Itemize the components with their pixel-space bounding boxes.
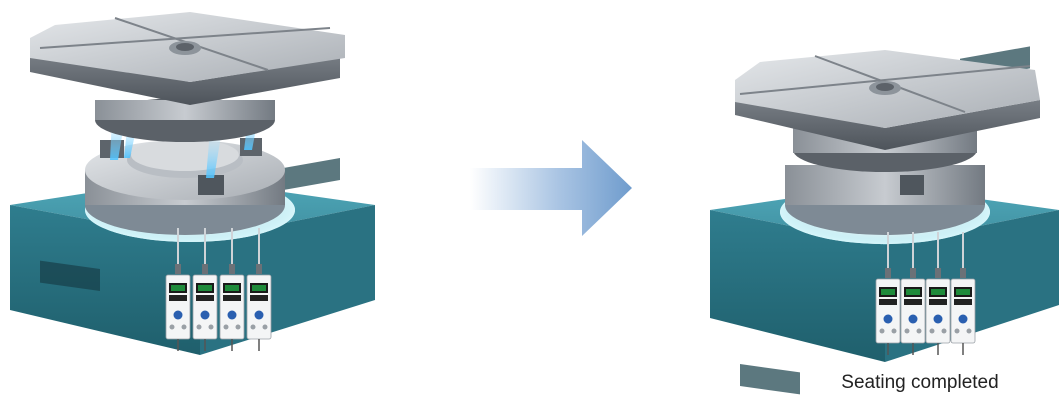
transition-arrow [470,140,632,236]
after-seating-illustration [710,46,1059,394]
before-seating-illustration [10,12,375,355]
seating-completed-caption: Seating completed [800,372,1040,394]
